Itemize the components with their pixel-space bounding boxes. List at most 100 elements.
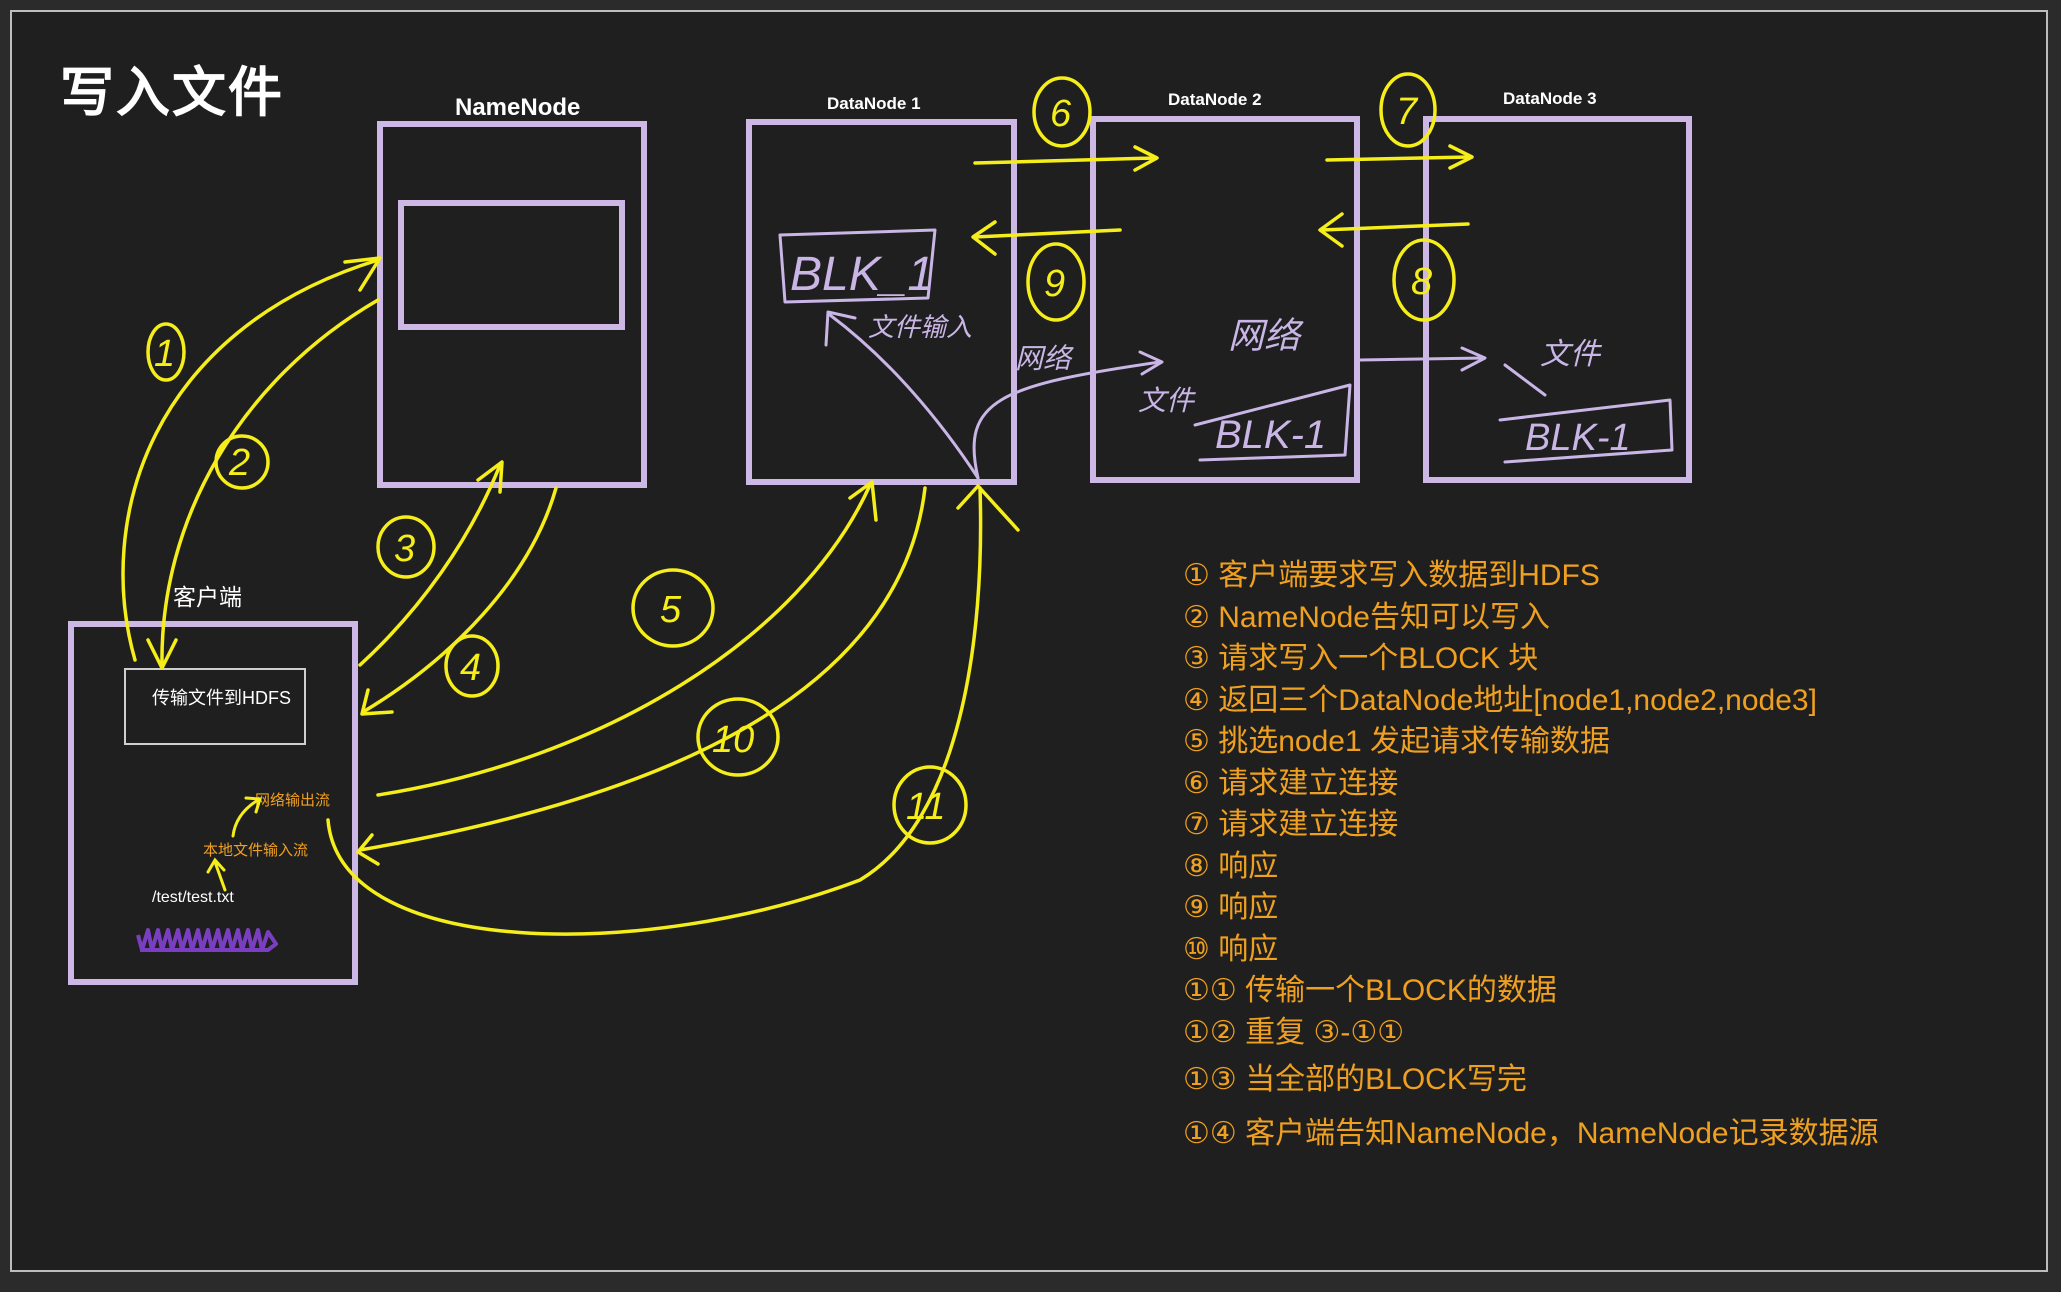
arrow-7-head <box>1448 144 1474 170</box>
circle-1 <box>146 322 186 382</box>
datanode2-label: DataNode 2 <box>1168 90 1262 109</box>
step-4: ④ 返回三个DataNode地址[node1,node2,node3] <box>1183 683 1817 717</box>
blk2-text: BLK-1 <box>1215 413 1326 457</box>
local-input-arrow-head <box>206 857 226 874</box>
file-scribble <box>136 928 278 952</box>
datanode2-box <box>1090 116 1360 483</box>
step-6: ⑥ 请求建立连接 <box>1183 766 1399 800</box>
dn2-to-dn3-network-head <box>1460 346 1487 372</box>
arrow-10-head <box>356 833 380 866</box>
local-input-stream-label: 本地文件输入流 <box>203 842 309 859</box>
arrow-8-head <box>1318 212 1344 248</box>
blk1-text: BLK_1 <box>790 248 934 301</box>
step-14: ①④ 客户端告知NameNode，NameNode记录数据源 <box>1183 1116 1879 1150</box>
file-handwriting-dn2: 文件 <box>1138 385 1196 416</box>
circle-7 <box>1379 72 1437 148</box>
client-label: 客户端 <box>173 584 242 610</box>
namenode-inner-box <box>398 200 625 330</box>
circle-11 <box>892 765 968 845</box>
circle-9-number: 9 <box>1044 263 1065 305</box>
file-input-handwriting: 文件输入 <box>868 312 972 342</box>
arrow-5-head <box>848 480 878 522</box>
namenode-box <box>377 121 647 488</box>
client-box <box>68 621 358 985</box>
step-7: ⑦ 请求建立连接 <box>1183 808 1399 841</box>
arrow-6-head <box>1133 145 1159 172</box>
network-output-arrow <box>231 798 260 838</box>
blk3-text: BLK-1 <box>1525 417 1631 459</box>
circle-4-number: 4 <box>460 647 481 689</box>
datanode3-box <box>1423 116 1692 483</box>
arrow-6 <box>973 156 1157 165</box>
circle-10 <box>696 697 780 777</box>
arrow-11 <box>326 486 983 936</box>
circle-8 <box>1392 238 1456 322</box>
dn2-to-dn3-network <box>1358 356 1486 362</box>
datanode1-label: DataNode 1 <box>827 94 921 113</box>
canvas-frame <box>10 10 2048 1272</box>
arrow-7 <box>1325 155 1472 162</box>
namenode-label: NameNode <box>455 94 581 121</box>
upload-file-label: 传输文件到HDFS <box>152 688 291 708</box>
step-12: ①② 重复 ③-①① <box>1183 1015 1405 1049</box>
dn3-internal-arrow <box>1503 363 1547 397</box>
circle-3 <box>376 515 436 579</box>
network-output-stream-label: 网络输出流 <box>255 792 331 809</box>
dn1-internal-arrow-head <box>824 310 857 347</box>
blk3-frame <box>1498 398 1674 464</box>
step-10: ⑩ 响应 <box>1183 932 1279 966</box>
page-title: 写入文件 <box>60 61 284 124</box>
step-3: ③ 请求写入一个BLOCK 块 <box>1183 642 1539 675</box>
circle-2-number: 2 <box>228 442 250 484</box>
arrow-2-head <box>146 638 178 670</box>
step-8: ⑧ 响应 <box>1183 849 1279 883</box>
network-handwriting-dn2: 网络 <box>1228 315 1304 356</box>
arrow-5 <box>376 483 872 797</box>
circle-5 <box>631 568 715 648</box>
arrow-4 <box>361 486 558 714</box>
datanode1-box <box>746 119 1017 485</box>
circle-7-number: 7 <box>1396 91 1419 133</box>
step-2: ② NameNode告知可以写入 <box>1183 600 1550 634</box>
arrow-1 <box>121 258 380 662</box>
blk2-frame <box>1193 383 1352 462</box>
dn1-internal-arrow <box>828 313 980 480</box>
dn1-to-dn2-network <box>972 360 1162 480</box>
circle-6 <box>1032 76 1092 148</box>
arrow-3 <box>358 463 502 667</box>
local-input-arrow <box>213 860 227 892</box>
step-11: ①① 传输一个BLOCK的数据 <box>1183 974 1557 1007</box>
step-9: ⑨ 响应 <box>1183 891 1279 924</box>
network-output-arrow-head <box>244 796 262 814</box>
arrow-8 <box>1320 222 1470 232</box>
network-handwriting-dn1: 网络 <box>1015 343 1074 374</box>
file-path-label: /test/test.txt <box>152 889 234 906</box>
arrow-9-head <box>971 220 997 256</box>
step-1: ① 客户端要求写入数据到HDFS <box>1183 559 1600 592</box>
circle-4 <box>444 634 500 698</box>
dn1-to-dn2-network-head <box>1138 350 1164 376</box>
step-13: ①③ 当全部的BLOCK写完 <box>1183 1063 1527 1096</box>
arrow-3-head <box>476 460 504 494</box>
circle-6-number: 6 <box>1050 93 1072 135</box>
file-handwriting-dn3: 文件 <box>1540 338 1603 371</box>
arrow-2 <box>160 298 380 667</box>
upload-file-box <box>124 668 306 745</box>
arrow-4-head <box>360 688 394 716</box>
circle-1-number: 1 <box>154 333 175 375</box>
arrow-1-head <box>343 256 382 292</box>
steps-list: ① 客户端要求写入数据到HDFS ② NameNode告知可以写入 ③ 请求写入… <box>1183 555 2043 1154</box>
arrow-10 <box>358 486 927 852</box>
circle-5-number: 5 <box>660 589 682 631</box>
circle-3-number: 3 <box>394 528 415 570</box>
datanode3-label: DataNode 3 <box>1503 89 1597 108</box>
circle-10-number: 10 <box>712 719 754 761</box>
arrow-11-head <box>956 484 1020 532</box>
step-5: ⑤ 挑选node1 发起请求传输数据 <box>1183 725 1610 758</box>
circle-11-number: 11 <box>906 786 945 828</box>
arrow-9 <box>973 228 1122 239</box>
blk1-frame <box>778 228 937 304</box>
circle-2 <box>214 434 270 490</box>
circle-9 <box>1026 242 1086 322</box>
